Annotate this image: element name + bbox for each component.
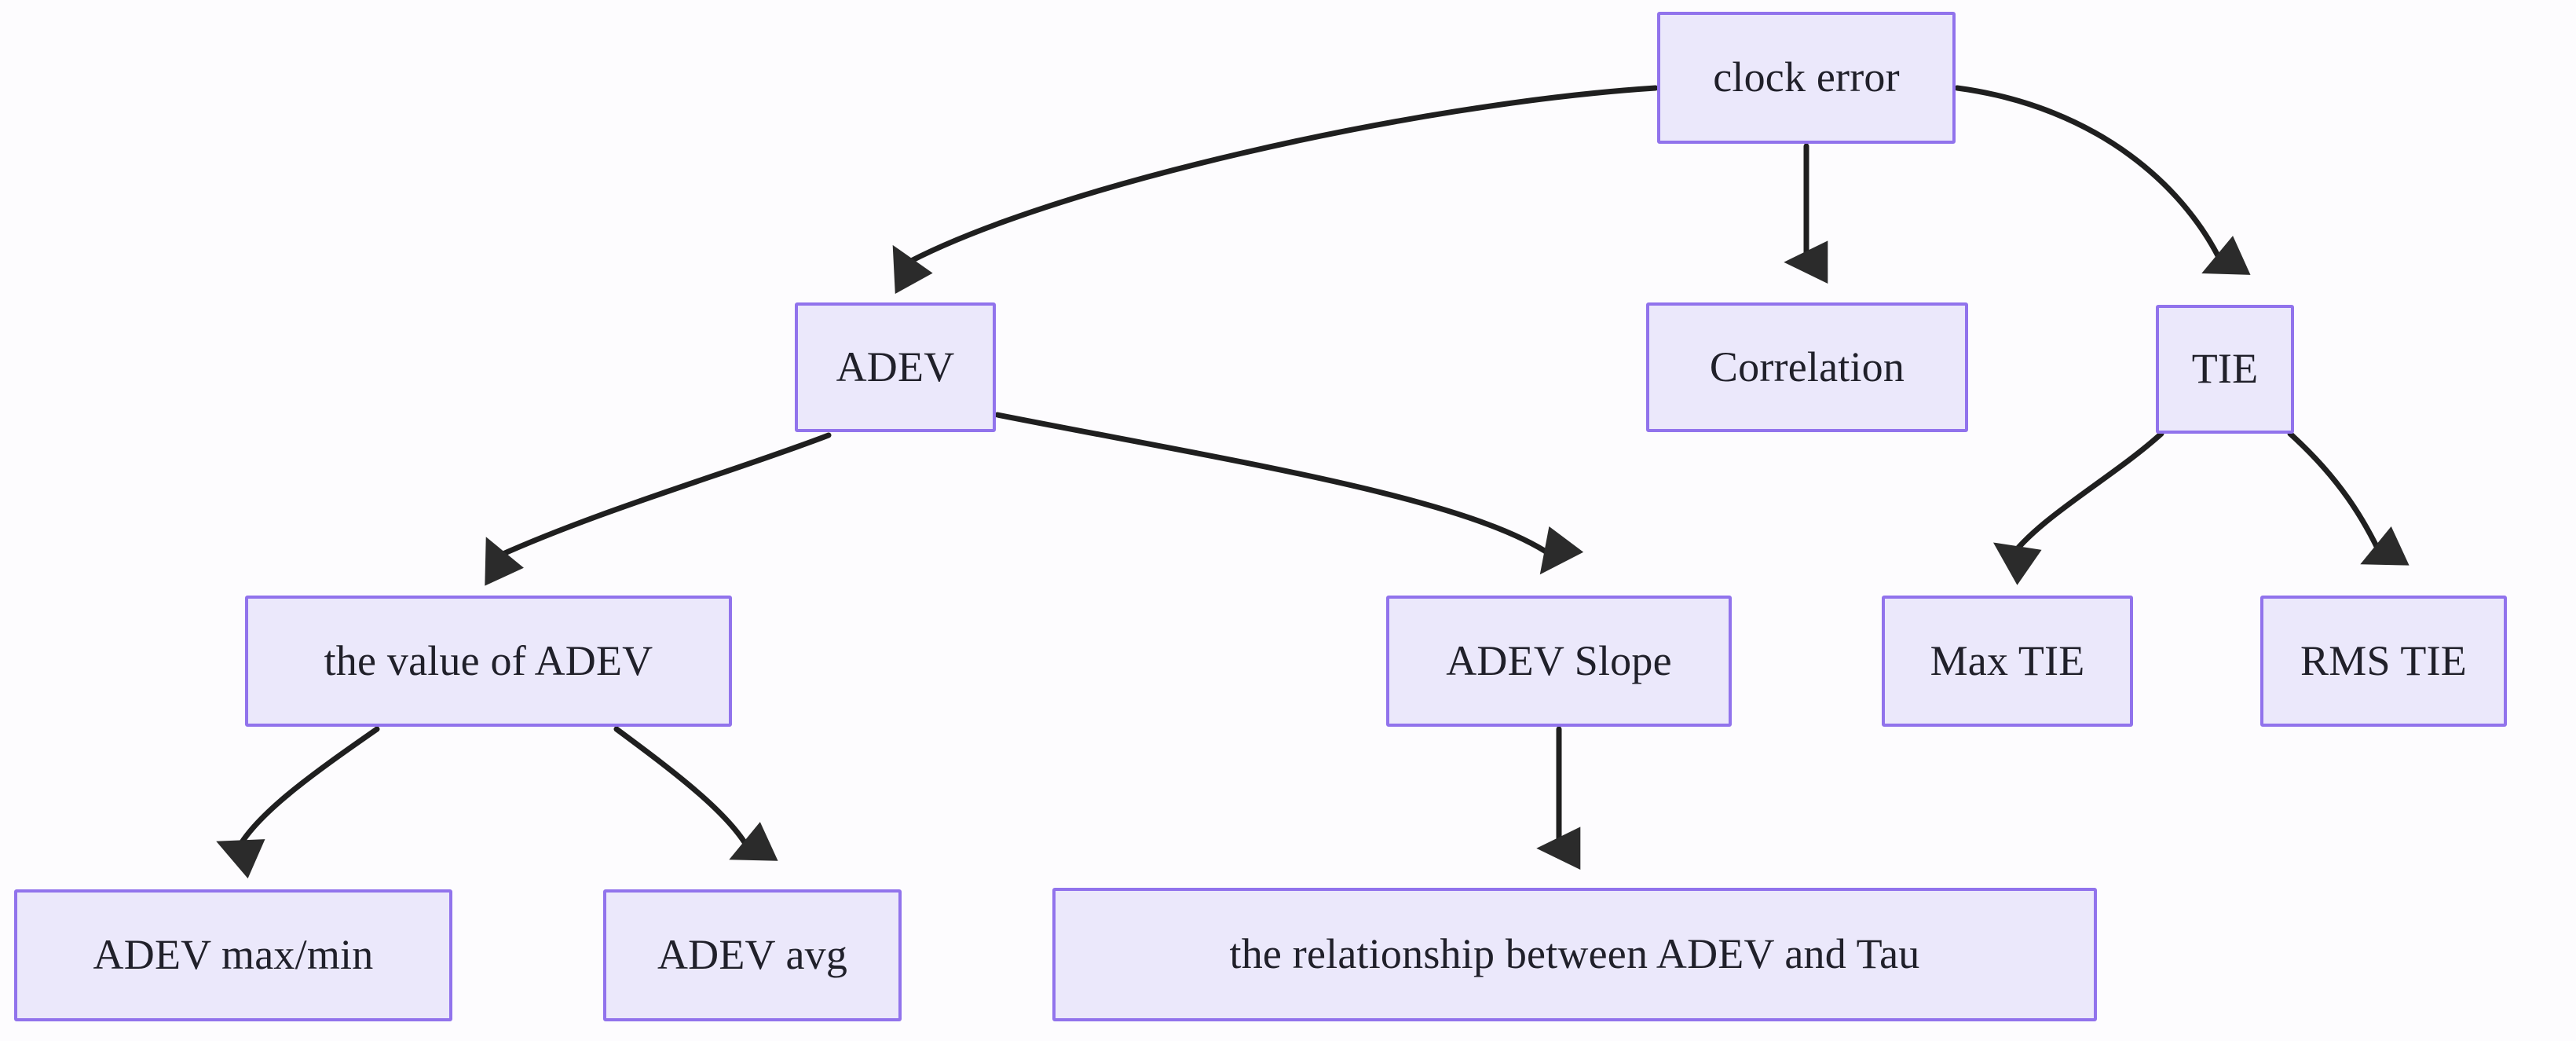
node-rms-tie[interactable]: RMS TIE: [2260, 596, 2507, 727]
node-adev-tau-relationship[interactable]: the relationship between ADEV and Tau: [1052, 888, 2097, 1021]
node-the-value-of-adev-label: the value of ADEV: [324, 636, 653, 684]
edge-adev-value-to-adev-avg: [613, 726, 778, 861]
node-adev-slope-label: ADEV Slope: [1446, 636, 1672, 684]
edge-tie-to-max-tie: [1993, 431, 2164, 585]
node-correlation-label: Correlation: [1709, 343, 1905, 390]
node-adev-max-min[interactable]: ADEV max/min: [14, 889, 452, 1021]
edge-clock-error-to-tie: [1954, 85, 2251, 275]
node-adev[interactable]: ADEV: [795, 302, 996, 432]
node-clock-error-label: clock error: [1713, 53, 1900, 101]
node-tie-label: TIE: [2191, 345, 2259, 393]
edge-tie-to-rms-tie: [2287, 431, 2410, 566]
node-max-tie[interactable]: Max TIE: [1882, 596, 2133, 727]
node-max-tie-label: Max TIE: [1930, 636, 2085, 684]
edge-adev-value-to-adev-max-min: [216, 726, 380, 879]
node-rms-tie-label: RMS TIE: [2300, 636, 2467, 684]
node-clock-error[interactable]: clock error: [1657, 12, 1956, 144]
edge-adev-to-adev-slope: [994, 412, 1584, 575]
node-adev-tau-relationship-label: the relationship between ADEV and Tau: [1229, 930, 1920, 978]
node-adev-slope[interactable]: ADEV Slope: [1386, 596, 1732, 727]
node-adev-label: ADEV: [836, 343, 955, 390]
node-adev-avg[interactable]: ADEV avg: [603, 889, 902, 1021]
node-adev-avg-label: ADEV avg: [657, 931, 848, 979]
node-adev-max-min-label: ADEV max/min: [93, 931, 374, 979]
edge-clock-error-to-adev: [892, 85, 1659, 295]
node-the-value-of-adev[interactable]: the value of ADEV: [245, 596, 732, 727]
node-correlation[interactable]: Correlation: [1646, 302, 1968, 432]
edge-adev-to-adev-value: [485, 432, 832, 586]
node-tie[interactable]: TIE: [2156, 305, 2294, 434]
